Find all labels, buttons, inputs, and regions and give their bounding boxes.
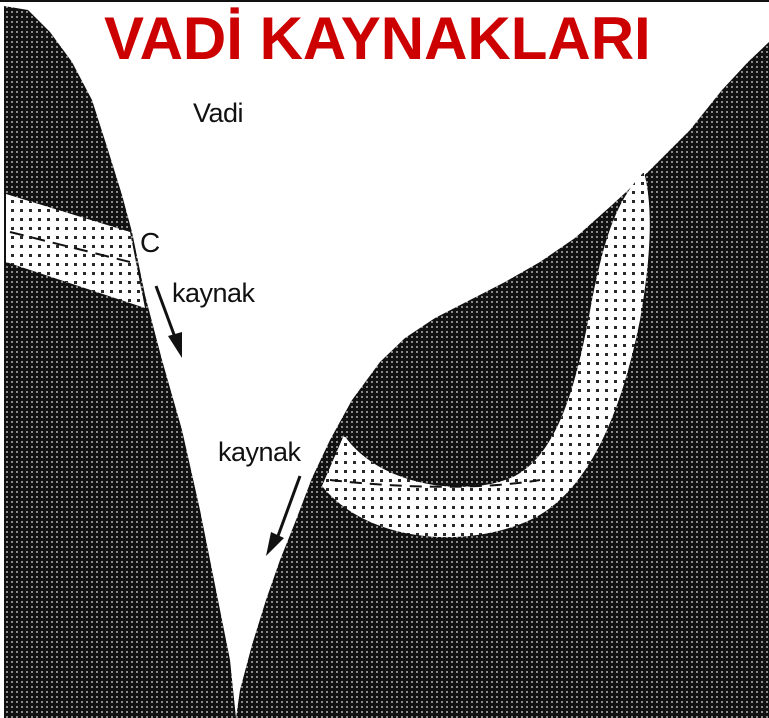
spring-label-upper: kaynak [172,278,255,308]
page-title: VADİ KAYNAKLARI [104,4,651,74]
point-c-label: C [140,228,160,258]
spring-arrowhead-upper [168,332,182,358]
right-rock-mass [236,42,769,718]
valley-label: Vadi [193,98,243,128]
spring-arrowhead-lower [266,532,284,556]
spring-label-lower: kaynak [218,437,301,467]
